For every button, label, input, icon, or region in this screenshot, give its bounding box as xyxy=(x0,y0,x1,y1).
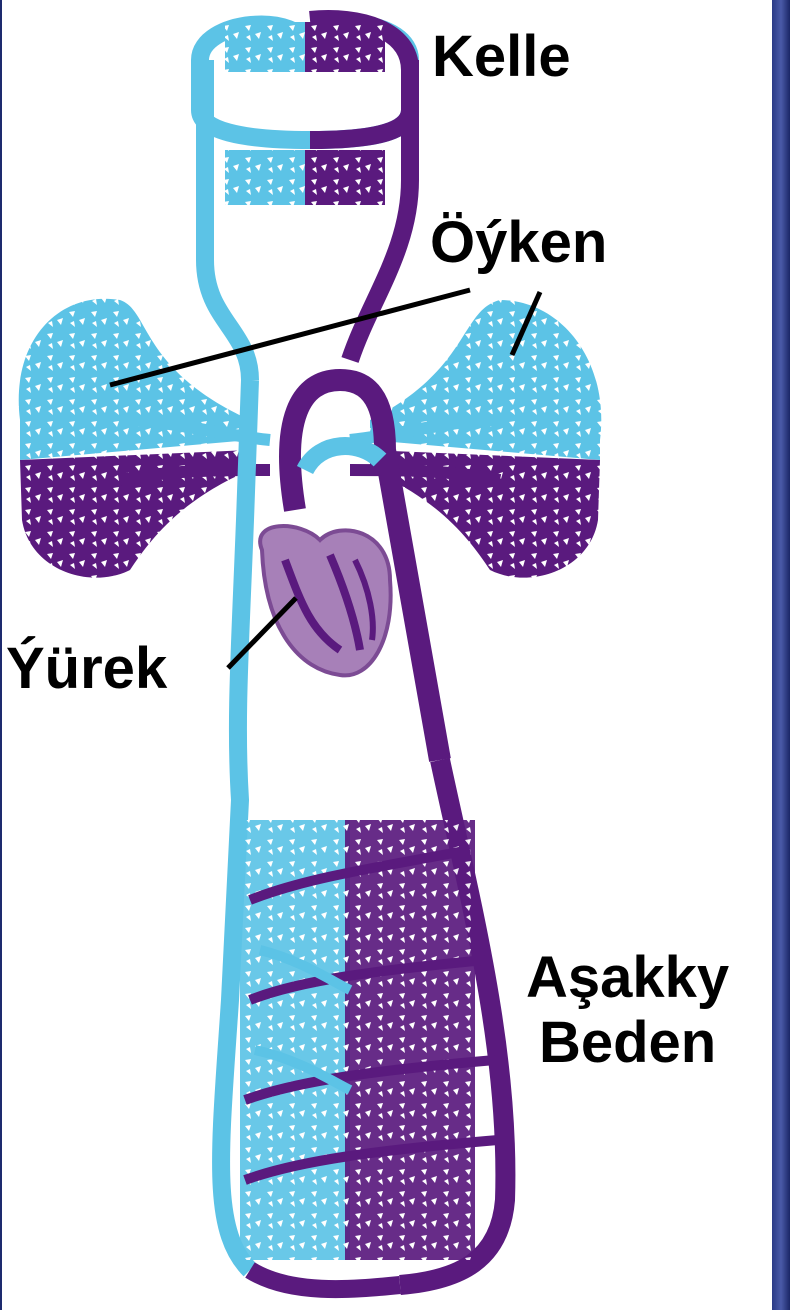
head-capillaries xyxy=(200,19,410,380)
right-border xyxy=(772,0,790,1310)
heart-shape xyxy=(260,526,390,675)
label-head: Kelle xyxy=(432,28,571,86)
label-lower-body-line1: Aşakky xyxy=(526,946,729,1011)
label-lower-body: Aşakky Beden xyxy=(526,946,729,1076)
label-lungs: Öýken xyxy=(430,214,607,272)
lung-pointer-left xyxy=(110,290,470,385)
lower-body-capillaries xyxy=(240,820,498,1260)
label-heart: Ýürek xyxy=(6,640,167,698)
left-border-line xyxy=(0,0,2,1310)
label-lower-body-line2: Beden xyxy=(526,1011,729,1076)
